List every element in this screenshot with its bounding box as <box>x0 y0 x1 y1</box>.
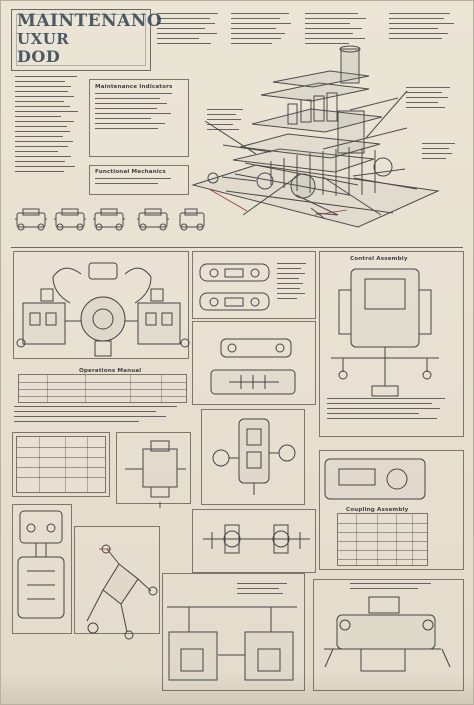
upper-left-panel-text-1 <box>95 93 183 151</box>
center-top-panel <box>192 251 316 319</box>
top-text-column-3 <box>305 13 373 71</box>
right-bottom-panel <box>313 579 464 691</box>
upper-left-section-title-2: Functional Mechanics <box>95 169 166 175</box>
title-block: MAINTENANO UXUR DOD <box>11 9 162 71</box>
title-line-3: DOD <box>17 47 61 66</box>
bottom-center-schematic-panel <box>74 526 160 634</box>
upper-left-info-panel-2 <box>89 165 189 195</box>
title-line-2: UXUR <box>17 30 70 48</box>
right-main-text <box>327 398 455 430</box>
main-divider <box>11 247 463 248</box>
upper-left-panel-text-2 <box>95 178 183 192</box>
upper-right-note-1 <box>406 87 456 121</box>
left-small-table-panel <box>12 432 110 497</box>
right-lower-panel <box>319 450 464 570</box>
center-lower-panel <box>192 509 316 573</box>
right-lower-table <box>337 513 428 566</box>
top-text-column-4 <box>389 13 463 71</box>
top-text-column-1 <box>157 13 225 71</box>
title-frame <box>11 9 151 71</box>
right-bottom-text <box>350 583 442 595</box>
bottom-center-machine-text <box>237 583 295 603</box>
center-top-text <box>277 263 310 309</box>
left-machine-note <box>207 109 247 143</box>
top-text-column-2 <box>231 13 299 71</box>
middle-left-section-title: Operations Manual <box>79 368 142 374</box>
right-section-title: Control Assembly <box>350 256 408 262</box>
left-specification-table <box>18 374 187 403</box>
upper-right-note-2 <box>422 143 458 171</box>
right-main-panel <box>319 251 464 437</box>
upper-left-section-title-1: Maintenance Indicators <box>95 84 173 90</box>
right-lower-section-title: Coupling Assembly <box>346 507 409 513</box>
center-left-assembly-panel <box>116 432 191 504</box>
bottom-fade <box>1 672 473 704</box>
left-specifications-list <box>15 76 87 196</box>
title-line-1: MAINTENANO <box>17 11 163 31</box>
left-small-table <box>16 436 106 493</box>
left-middle-text <box>14 406 187 430</box>
center-small-device-panel <box>201 409 305 505</box>
